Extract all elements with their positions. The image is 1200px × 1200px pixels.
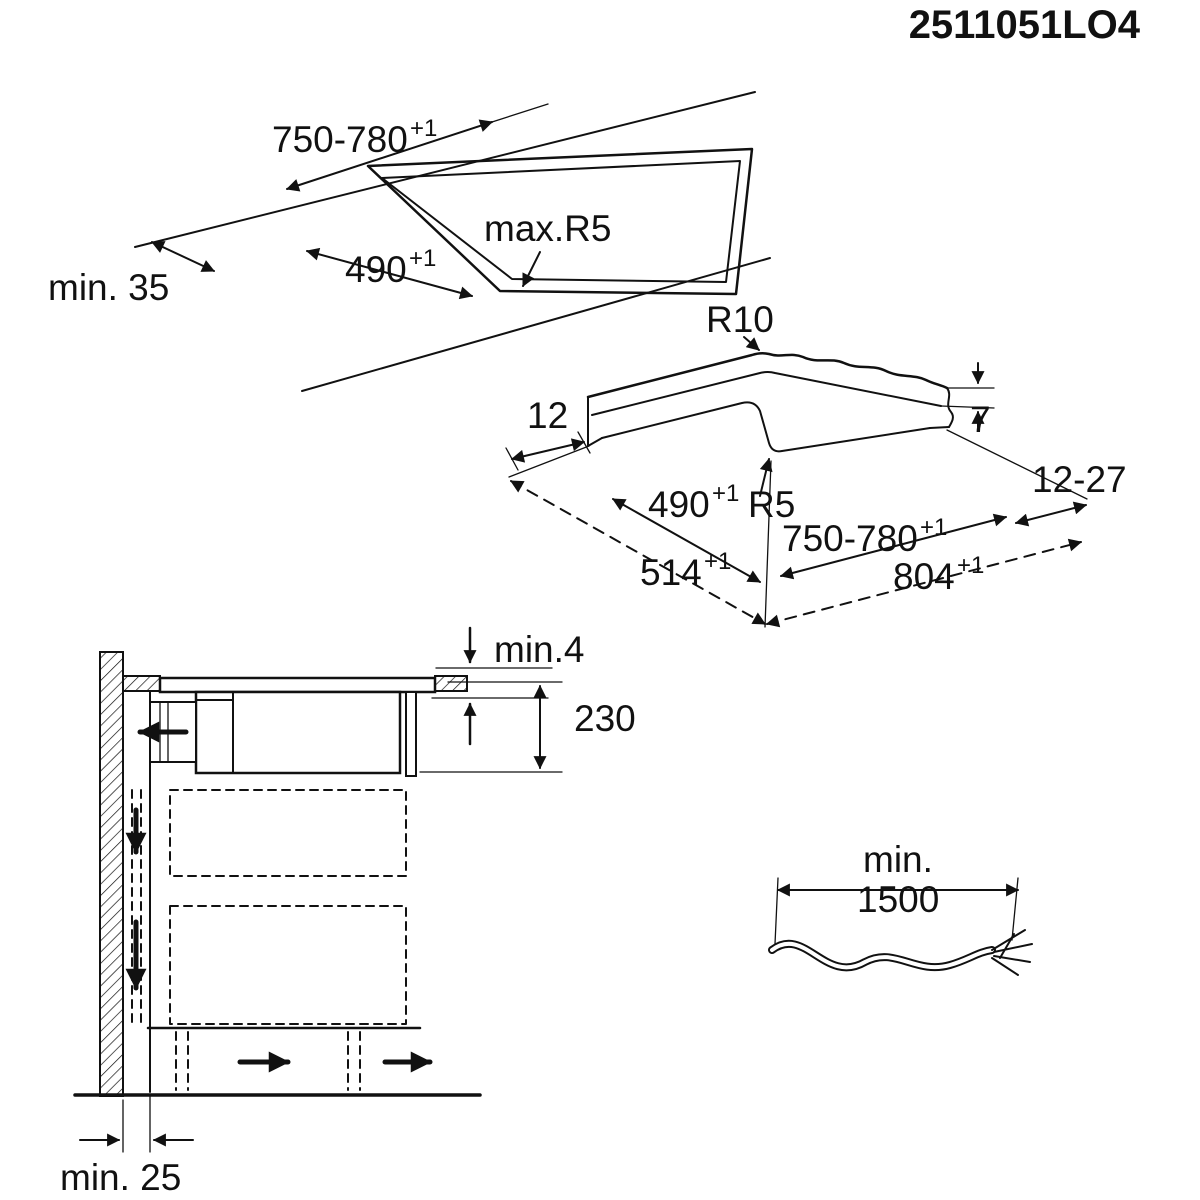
edge-width-dimension-line [1014,501,1088,527]
rear-clearance-extension-lines [122,1095,151,1153]
cutout-inner-outline [381,160,741,283]
total-depth-label: 514 [640,552,702,593]
cabinet-drawer-upper [169,789,407,877]
outer-radius-label: R10 [706,299,774,340]
recess-left-end-face [587,396,603,447]
worktop-section-left [122,675,161,692]
total-width-label: 804 [893,556,955,597]
cable-extension-lines [774,877,1019,945]
cable-min-label: min. [863,839,933,880]
height-extension-lines [419,681,563,773]
top-clearance-label: min.4 [494,629,584,670]
ledge-width-label: 12 [527,395,568,436]
edge-distance-label: min. 35 [48,267,169,308]
worktop-front-edge-line [301,257,771,392]
mains-cable-view: min. 1500 [768,839,1033,976]
total-depth-dimension-line [510,480,766,625]
edge-width-label: 12-27 [1032,459,1127,500]
installation-height-label: 230 [574,698,636,739]
recess-outer-rim [586,351,949,399]
edge-distance-dimension-line [151,241,215,272]
thickness-extension-lines [940,387,995,409]
worktop-cutout-view: 750-780 +1 max.R5 490 +1 min. 35 [48,91,771,392]
recess-right-end-face [929,426,950,429]
cutout-depth-label: 490 [345,249,407,290]
rear-clearance-label: min. 25 [60,1157,181,1198]
mounting-bracket [405,691,417,777]
worktop-rear-edge-line [134,91,756,248]
cable-core [770,941,994,970]
plinth-outlets [175,1031,361,1091]
cable-length-label: 1500 [857,879,939,920]
cutout-width-tolerance: +1 [410,115,437,142]
flush-recess-view: R10 12 7 490 +1 R5 750-780 +1 12-27 514 … [505,299,1127,628]
outer-radius-leader-line [743,336,760,351]
inner-depth-label: 490 [648,484,710,525]
cutout-depth-tolerance: +1 [409,245,436,272]
recess-depth-label: 7 [970,399,991,440]
ledge-width-dimension-line [510,438,586,463]
wall-section [99,651,124,1097]
worktop-section-right [434,675,468,692]
inner-width-label: 750-780 [782,518,918,559]
inner-depth-dimension-line [612,498,761,583]
document-number: 2511051LO4 [909,3,1141,47]
total-width-dimension-line [765,538,1083,628]
corner-radius-label: max.R5 [484,208,611,249]
total-width-tolerance: +1 [957,552,984,579]
hob-glass-top [158,676,437,694]
hob-body [194,690,402,775]
cutout-width-dimension-line [285,119,494,192]
cutout-width-label: 750-780 [272,119,408,160]
cabinet-drawer-lower [169,905,407,1025]
cable-wire-ends [991,929,1033,976]
through-cutout-rim [601,401,931,453]
cutout-depth-dimension-line [305,247,474,300]
side-installation-view: min.4 230 min. 25 [60,626,636,1198]
corner-radius-leader-line [522,251,541,287]
hob-fan-partition [195,691,234,774]
inner-width-tolerance: +1 [920,514,947,541]
recess-bottom-rim [591,371,942,416]
total-depth-tolerance: +1 [704,548,731,575]
worktop-break-edge [946,387,954,428]
inner-radius-label: R5 [748,484,795,525]
inner-width-dimension-line [779,513,1008,580]
inner-depth-tolerance: +1 [712,480,739,507]
cutout-width-extension-line [491,103,549,123]
